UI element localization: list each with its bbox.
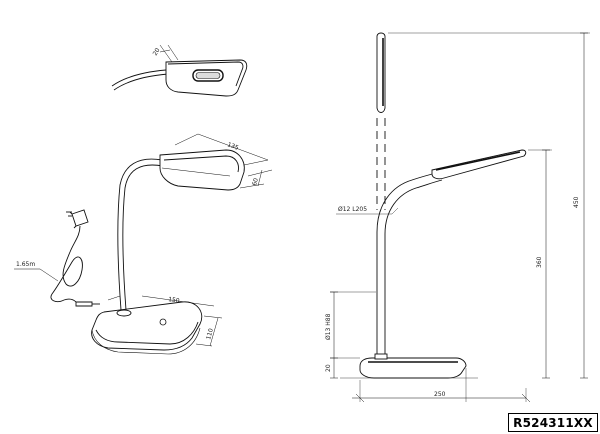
product-code-box: R524311XX (508, 413, 598, 432)
cable-length-label: 1.65m (16, 261, 35, 268)
base-height-label: 20 (325, 364, 332, 372)
power-adapter-with-cable (14, 209, 100, 307)
total-height-label: 450 (573, 196, 580, 208)
product-code: R524311XX (513, 415, 593, 430)
arm-spec-label: Ø12 L205 (338, 206, 367, 213)
head-detail-view (111, 44, 248, 97)
base-length-label: 150 (168, 296, 180, 305)
perspective-lamp-view (91, 133, 273, 355)
lamp-height-label: 360 (536, 256, 543, 268)
side-elevation-view (330, 32, 590, 403)
head-thickness-label: 20 (152, 47, 162, 57)
head-length-label: 135 (226, 141, 239, 152)
base-width-label: 110 (205, 327, 215, 340)
pole-spec-label: Ø13 H88 (325, 313, 332, 340)
base-front-width-label: 250 (434, 391, 446, 398)
head-width-label: 60 (251, 177, 260, 186)
